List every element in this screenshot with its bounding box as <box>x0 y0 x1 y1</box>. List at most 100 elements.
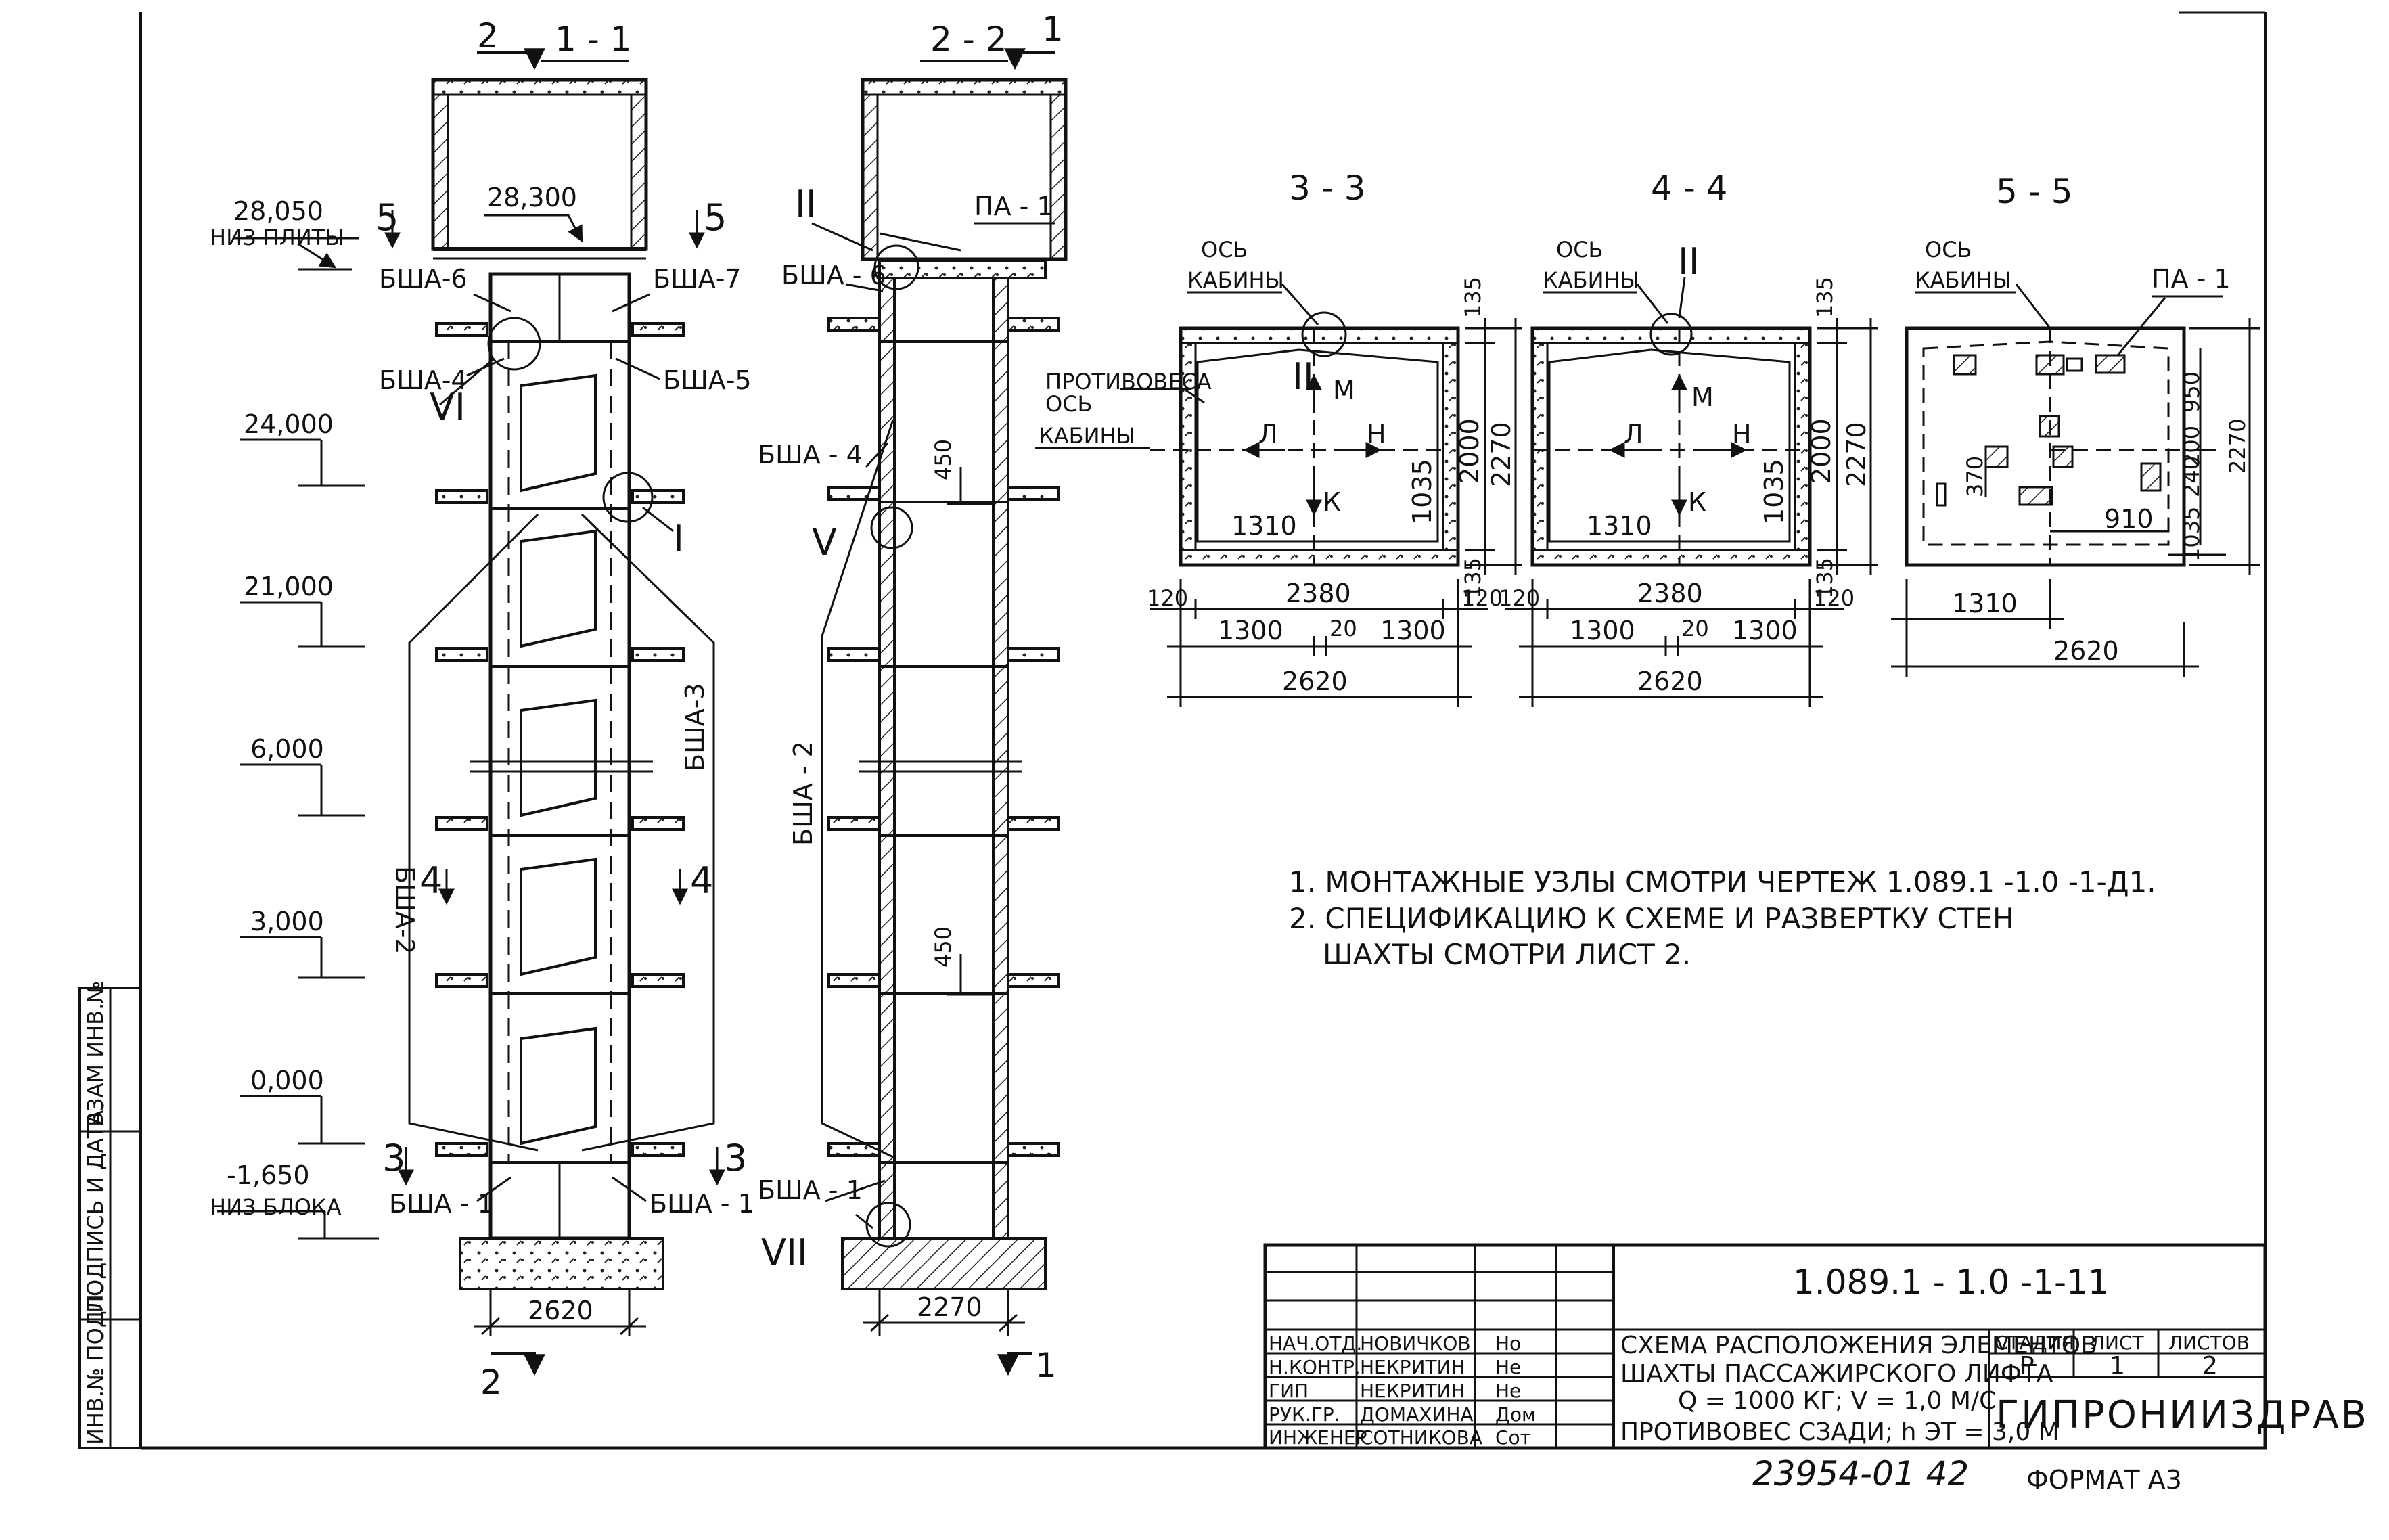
note-2: 2. СПЕЦИФИКАЦИЮ К СХЕМЕ И РАЗВЕРТКУ СТЕН <box>1289 902 2014 935</box>
callout-ii-s22: II <box>795 183 817 225</box>
staff-sign-4: Дом <box>1495 1403 1536 1426</box>
s55-dim-2270: 2270 <box>2225 419 2250 474</box>
s44-callout-ii: II <box>1678 240 1700 283</box>
s33-dim-2000: 2000 <box>1455 418 1484 484</box>
s44-dim-2000: 2000 <box>1806 418 1836 484</box>
section-2-2-marker-1-bottom: 1 <box>1035 1346 1057 1385</box>
callout-i: I <box>673 518 684 560</box>
title-line-3: Q = 1000 КГ; V = 1,0 М/С <box>1678 1387 1996 1415</box>
s44-dim-1310: 1310 <box>1587 511 1652 541</box>
title-block: 1.089.1 - 1.0 -1-11 СХЕМА РАСПОЛОЖЕНИЯ Э… <box>1263 1243 2367 1450</box>
drawing-code: 1.089.1 - 1.0 -1-11 <box>1793 1263 2110 1302</box>
staff-role-2: Н.КОНТР. <box>1269 1356 1361 1378</box>
staff-name-2: НЕКРИТИН <box>1360 1356 1465 1378</box>
s33-dim-2380: 2380 <box>1285 579 1351 608</box>
stage-header: СТАДИЯ <box>1995 1332 2074 1354</box>
staff-sign-5: Сот <box>1495 1426 1531 1449</box>
dim-450-a: 450 <box>930 439 956 480</box>
s55-axis-cabin-2: КАБИНЫ <box>1915 267 2011 293</box>
s33-dim-1310: 1310 <box>1231 511 1297 541</box>
staff-role-5: ИНЖЕНЕР <box>1269 1426 1367 1449</box>
s55-dim-370: 370 <box>1962 456 1988 497</box>
el-bsha-3: БША-3 <box>680 683 710 771</box>
sheet-frame <box>139 11 2267 1450</box>
section-3-3: 3 - 3 ОСЬ КАБИНЫ ПРОТИВОВЕСА ОСЬ КАБИНЫ … <box>1035 168 1522 707</box>
s33-dim-2620: 2620 <box>1282 666 1348 696</box>
s44-dim-135-bottom: 135 <box>1812 558 1838 599</box>
s44-letter-l: Л <box>1624 420 1643 449</box>
cut-4-left: 4 <box>419 859 442 902</box>
el-bsha-1-left: БША - 1 <box>389 1189 494 1219</box>
s33-dim-1300-left: 1300 <box>1218 616 1283 646</box>
el-bsha-4: БША-4 <box>379 365 468 395</box>
el-bsha-7: БША-7 <box>653 264 742 294</box>
staff-role-3: ГИП <box>1269 1380 1309 1402</box>
staff-sign-3: Не <box>1495 1380 1521 1402</box>
s33-axis-cw-2: ОСЬ <box>1045 391 1092 417</box>
s44-dim-1300-right: 1300 <box>1732 616 1798 646</box>
section-3-3-title: 3 - 3 <box>1289 168 1365 208</box>
cut-5-left: 5 <box>376 196 399 239</box>
s55-pa-1: ПА - 1 <box>2152 264 2231 294</box>
s55-dim-240: 240 <box>2179 456 2204 497</box>
staff-sign-2: Не <box>1495 1356 1521 1378</box>
s33-dim-120-left: 120 <box>1147 585 1188 611</box>
s55-dim-910: 910 <box>2104 504 2154 534</box>
section-1-1-title: 1 - 1 <box>555 20 631 59</box>
callout-v: V <box>812 521 837 564</box>
level-6000: 6,000 <box>250 734 324 764</box>
s55-axis-cabin-1: ОСЬ <box>1925 237 1972 263</box>
callout-vi: VI <box>430 386 465 428</box>
staff-sign-1: Но <box>1495 1332 1521 1355</box>
s44-letter-m: М <box>1691 382 1714 412</box>
el-bsha-1-right: БША - 1 <box>650 1189 754 1219</box>
dim-2620-s11: 2620 <box>528 1296 593 1326</box>
sheets-value: 2 <box>2202 1352 2218 1380</box>
sheets-header: ЛИСТОВ <box>2168 1332 2250 1354</box>
section-2-2-title: 2 - 2 <box>930 20 1007 59</box>
s55-dim-1035: 1035 <box>2179 507 2204 562</box>
s33-axis-cabin-2: КАБИНЫ <box>1187 267 1284 293</box>
el-bsha-1-s22: БША - 1 <box>758 1175 863 1205</box>
s33-letter-m: М <box>1333 376 1355 405</box>
level-24000: 24,000 <box>244 409 334 439</box>
s44-dim-135-top: 135 <box>1812 277 1838 318</box>
level-21000: 21,000 <box>244 572 334 602</box>
level-marks: 28,050 НИЗ ПЛИТЫ 24,000 21,000 6,000 3,0… <box>210 196 379 1240</box>
level-3000: 3,000 <box>250 907 324 936</box>
stamp-inv-no: ИНВ.№ ПОДЛ. <box>83 1288 108 1445</box>
s44-dim-120-left: 120 <box>1499 585 1540 611</box>
el-pa-1: ПА - 1 <box>974 191 1053 221</box>
level-minus-1650-note: НИЗ БЛОКА <box>210 1194 342 1220</box>
format-label: ФОРМАТ А3 <box>2026 1465 2182 1495</box>
s33-dim-20: 20 <box>1329 616 1357 641</box>
section-4-4-title: 4 - 4 <box>1651 168 1727 208</box>
sheet-header: ЛИСТ <box>2091 1332 2145 1354</box>
section-1-1-marker-2-bottom: 2 <box>480 1363 502 1402</box>
level-28300: 28,300 <box>487 183 577 212</box>
s33-dim-1035: 1035 <box>1407 459 1437 524</box>
s33-letter-n: Н <box>1367 420 1386 449</box>
note-1: 1. МОНТАЖНЫЕ УЗЛЫ СМОТРИ ЧЕРТЕЖ 1.089.1 … <box>1289 865 2156 899</box>
sheet-value: 1 <box>2110 1352 2125 1380</box>
notes-block: 1. МОНТАЖНЫЕ УЗЛЫ СМОТРИ ЧЕРТЕЖ 1.089.1 … <box>1289 865 2156 971</box>
s44-dim-2620: 2620 <box>1637 666 1703 696</box>
s33-dim-135-bottom: 135 <box>1460 558 1486 599</box>
staff-name-1: НОВИЧКОВ <box>1360 1332 1471 1355</box>
staff-name-4: ДОМАХИНА <box>1360 1403 1474 1426</box>
level-0000: 0,000 <box>250 1066 324 1095</box>
section-1-1: 1 - 1 2 28,300 <box>376 16 754 1402</box>
s33-dim-1300-right: 1300 <box>1380 616 1446 646</box>
s33-axis-cw-3: КАБИНЫ <box>1039 423 1135 449</box>
s44-letter-n: Н <box>1732 420 1752 449</box>
s33-dim-120-right: 120 <box>1461 585 1503 611</box>
s55-dim-2620: 2620 <box>2053 636 2119 666</box>
s55-dim-200: 200 <box>2179 426 2204 467</box>
s44-axis-cabin-1: ОСЬ <box>1556 237 1603 263</box>
el-bsha-5: БША-5 <box>663 365 752 395</box>
s44-dim-1300-left: 1300 <box>1570 616 1635 646</box>
s44-dim-1035: 1035 <box>1759 459 1789 524</box>
section-1-1-marker-2-top: 2 <box>477 16 499 55</box>
stamp-sign-date: ПОДПИСЬ И ДАТА <box>83 1110 108 1313</box>
note-2-cont: ШАХТЫ СМОТРИ ЛИСТ 2. <box>1323 938 1691 971</box>
